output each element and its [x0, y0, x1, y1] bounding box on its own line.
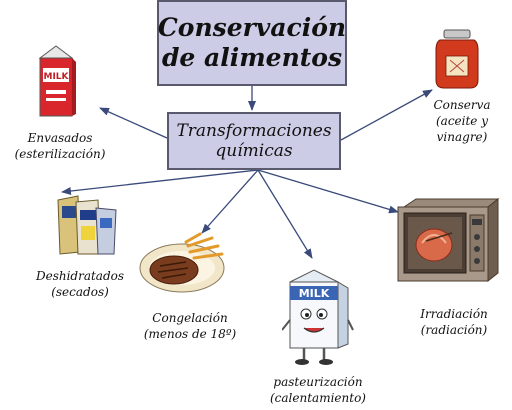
dried-food-bags-icon [57, 195, 117, 255]
label-irradiacion: Irradiación (radiación) [420, 307, 488, 337]
title-line2: de alimentos [161, 43, 343, 72]
title-line1: Conservación [157, 13, 347, 42]
arrow-to-deshidratados [61, 169, 259, 195]
title-box: Conservación de alimentos [157, 0, 347, 86]
arrow-to-envasados [99, 107, 168, 139]
character-carton-text: MILK [299, 287, 330, 300]
jam-jar-icon [435, 29, 479, 89]
carton-logo-text: MILK [43, 72, 69, 82]
label-pasteurizacion: pasteurización (calentamiento) [270, 375, 366, 405]
label-conserva: Conserva (aceite y vinagre) [433, 98, 491, 144]
center-line2: químicas [215, 141, 293, 161]
milk-carton-icon: MILK [38, 45, 76, 117]
center-line1: Transformaciones [176, 121, 332, 141]
microwave-oven-icon [397, 197, 500, 283]
label-deshidratados: Deshidratados (secados) [35, 269, 125, 299]
label-envasados: Envasados (esterilización) [14, 131, 106, 161]
milk-carton-character-icon: MILK [282, 269, 354, 365]
steak-plate-icon [139, 232, 225, 293]
arrow-to-pasteurizacion [257, 169, 313, 259]
label-congelacion: Congelación (menos de 18º) [143, 311, 237, 341]
center-box: Transformaciones químicas [167, 112, 341, 170]
arrow-to-congelacion [201, 169, 259, 234]
arrow-to-conserva [340, 89, 433, 141]
arrow-to-irradiacion [257, 169, 399, 214]
